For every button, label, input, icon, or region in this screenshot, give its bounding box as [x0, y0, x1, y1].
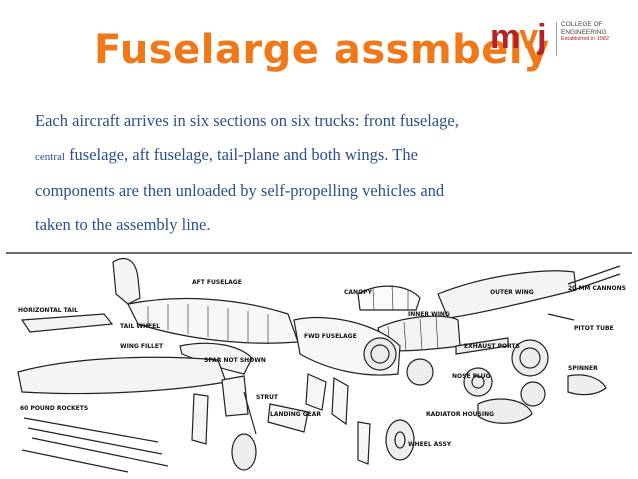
fairing-2: [357, 421, 371, 465]
engine-ring: [363, 337, 397, 371]
label-strut: STRUT: [256, 394, 279, 401]
landing-gear-door: [267, 403, 309, 433]
label-wheel-assy: WHEEL ASSY: [408, 441, 452, 448]
label-spinner: SPINNER: [568, 365, 598, 372]
college-logo: mvj COLLEGE OF ENGINEERING Established i…: [490, 16, 630, 60]
label-cannons: 20 MM CANNONS: [568, 285, 626, 292]
logo-line-engineering: ENGINEERING: [561, 28, 607, 36]
label-aft-fuselage: AFT FUSELAGE: [192, 279, 242, 286]
body-line-1: Each aircraft arrives in six sections on…: [35, 111, 459, 130]
left-wing-shape: [17, 356, 227, 395]
radiator-housing-shape: [477, 398, 533, 424]
logo-letter-v: v: [519, 18, 538, 56]
cannon-2: [567, 273, 621, 293]
body-small-word: central: [35, 151, 65, 163]
spinner-disc: [520, 381, 546, 407]
cannon-1: [567, 265, 621, 285]
label-outer-wing: OUTER WING: [490, 289, 534, 296]
strut-shape: [243, 391, 257, 435]
aircraft-parts-illustration: AFT FUSELAGE CANOPY OUTER WING 20 MM CAN…: [17, 257, 626, 473]
body-paragraph: Each aircraft arrives in six sections on…: [35, 104, 605, 242]
label-tail-wheel: TAIL WHEEL: [120, 323, 160, 330]
nose-plug-ring: [463, 367, 493, 397]
label-canopy: CANOPY: [344, 289, 373, 296]
tail-fin-shape: [112, 257, 141, 305]
outer-wing-shape: [437, 270, 577, 319]
slide-title: Fuselarge assmbely: [94, 27, 550, 73]
spinner-ring: [511, 339, 549, 377]
small-panel-2: [331, 376, 349, 426]
diagram-label-group: AFT FUSELAGE CANOPY OUTER WING 20 MM CAN…: [18, 279, 626, 448]
horizontal-tail-shape: [20, 313, 114, 333]
pitot-tube: [547, 313, 575, 321]
label-inner-wing: INNER WING: [408, 311, 450, 318]
body-line-2-text: fuselage, aft fuselage, tail-plane and b…: [69, 145, 418, 164]
logo-established: Established in 1982: [561, 36, 610, 42]
rocket-3: [31, 437, 169, 467]
label-rockets: 60 POUND ROCKETS: [20, 405, 88, 412]
exploded-aircraft-diagram: AFT FUSELAGE CANOPY OUTER WING 20 MM CAN…: [8, 254, 630, 476]
wheel-right: [385, 419, 415, 461]
body-line-2: central fuselage, aft fuselage, tail-pla…: [35, 138, 605, 174]
label-radiator-housing: RADIATOR HOUSING: [426, 411, 494, 418]
logo-mark: mvj: [490, 16, 547, 58]
logo-text: COLLEGE OF ENGINEERING Established in 19…: [561, 21, 609, 43]
label-horizontal-tail: HORIZONTAL TAIL: [18, 307, 78, 314]
label-nose-plug: NOSE PLUG: [452, 373, 491, 380]
wheel-left: [231, 433, 257, 471]
logo-letter-j: j: [537, 18, 547, 56]
rocket-2: [27, 427, 163, 455]
body-line-4: taken to the assembly line.: [35, 215, 211, 234]
logo-line-college: COLLEGE OF: [561, 21, 603, 28]
logo-divider: [556, 22, 557, 56]
fairing-1: [191, 393, 209, 445]
label-spar-not-shown: SPAR NOT SHOWN: [204, 357, 266, 364]
label-wing-fillet: WING FILLET: [120, 343, 164, 350]
exhaust-ports-shape: [455, 337, 509, 355]
logo-letter-m: m: [490, 18, 520, 56]
rocket-1: [23, 417, 159, 443]
aft-fuselage-shape: [127, 297, 299, 344]
label-exhaust-ports: EXHAUST PORTS: [464, 343, 520, 350]
rocket-4: [21, 449, 129, 473]
spar-panel: [221, 375, 249, 417]
divider-line: [6, 252, 632, 254]
tire: [406, 358, 434, 386]
label-pitot-tube: PITOT TUBE: [574, 325, 614, 332]
small-panel-1: [305, 373, 327, 411]
label-fwd-fuselage: FWD FUSELAGE: [304, 333, 357, 340]
label-landing-gear: LANDING GEAR: [270, 411, 321, 418]
body-line-3: components are then unloaded by self-pro…: [35, 181, 445, 200]
spinner-cone: [567, 374, 607, 396]
